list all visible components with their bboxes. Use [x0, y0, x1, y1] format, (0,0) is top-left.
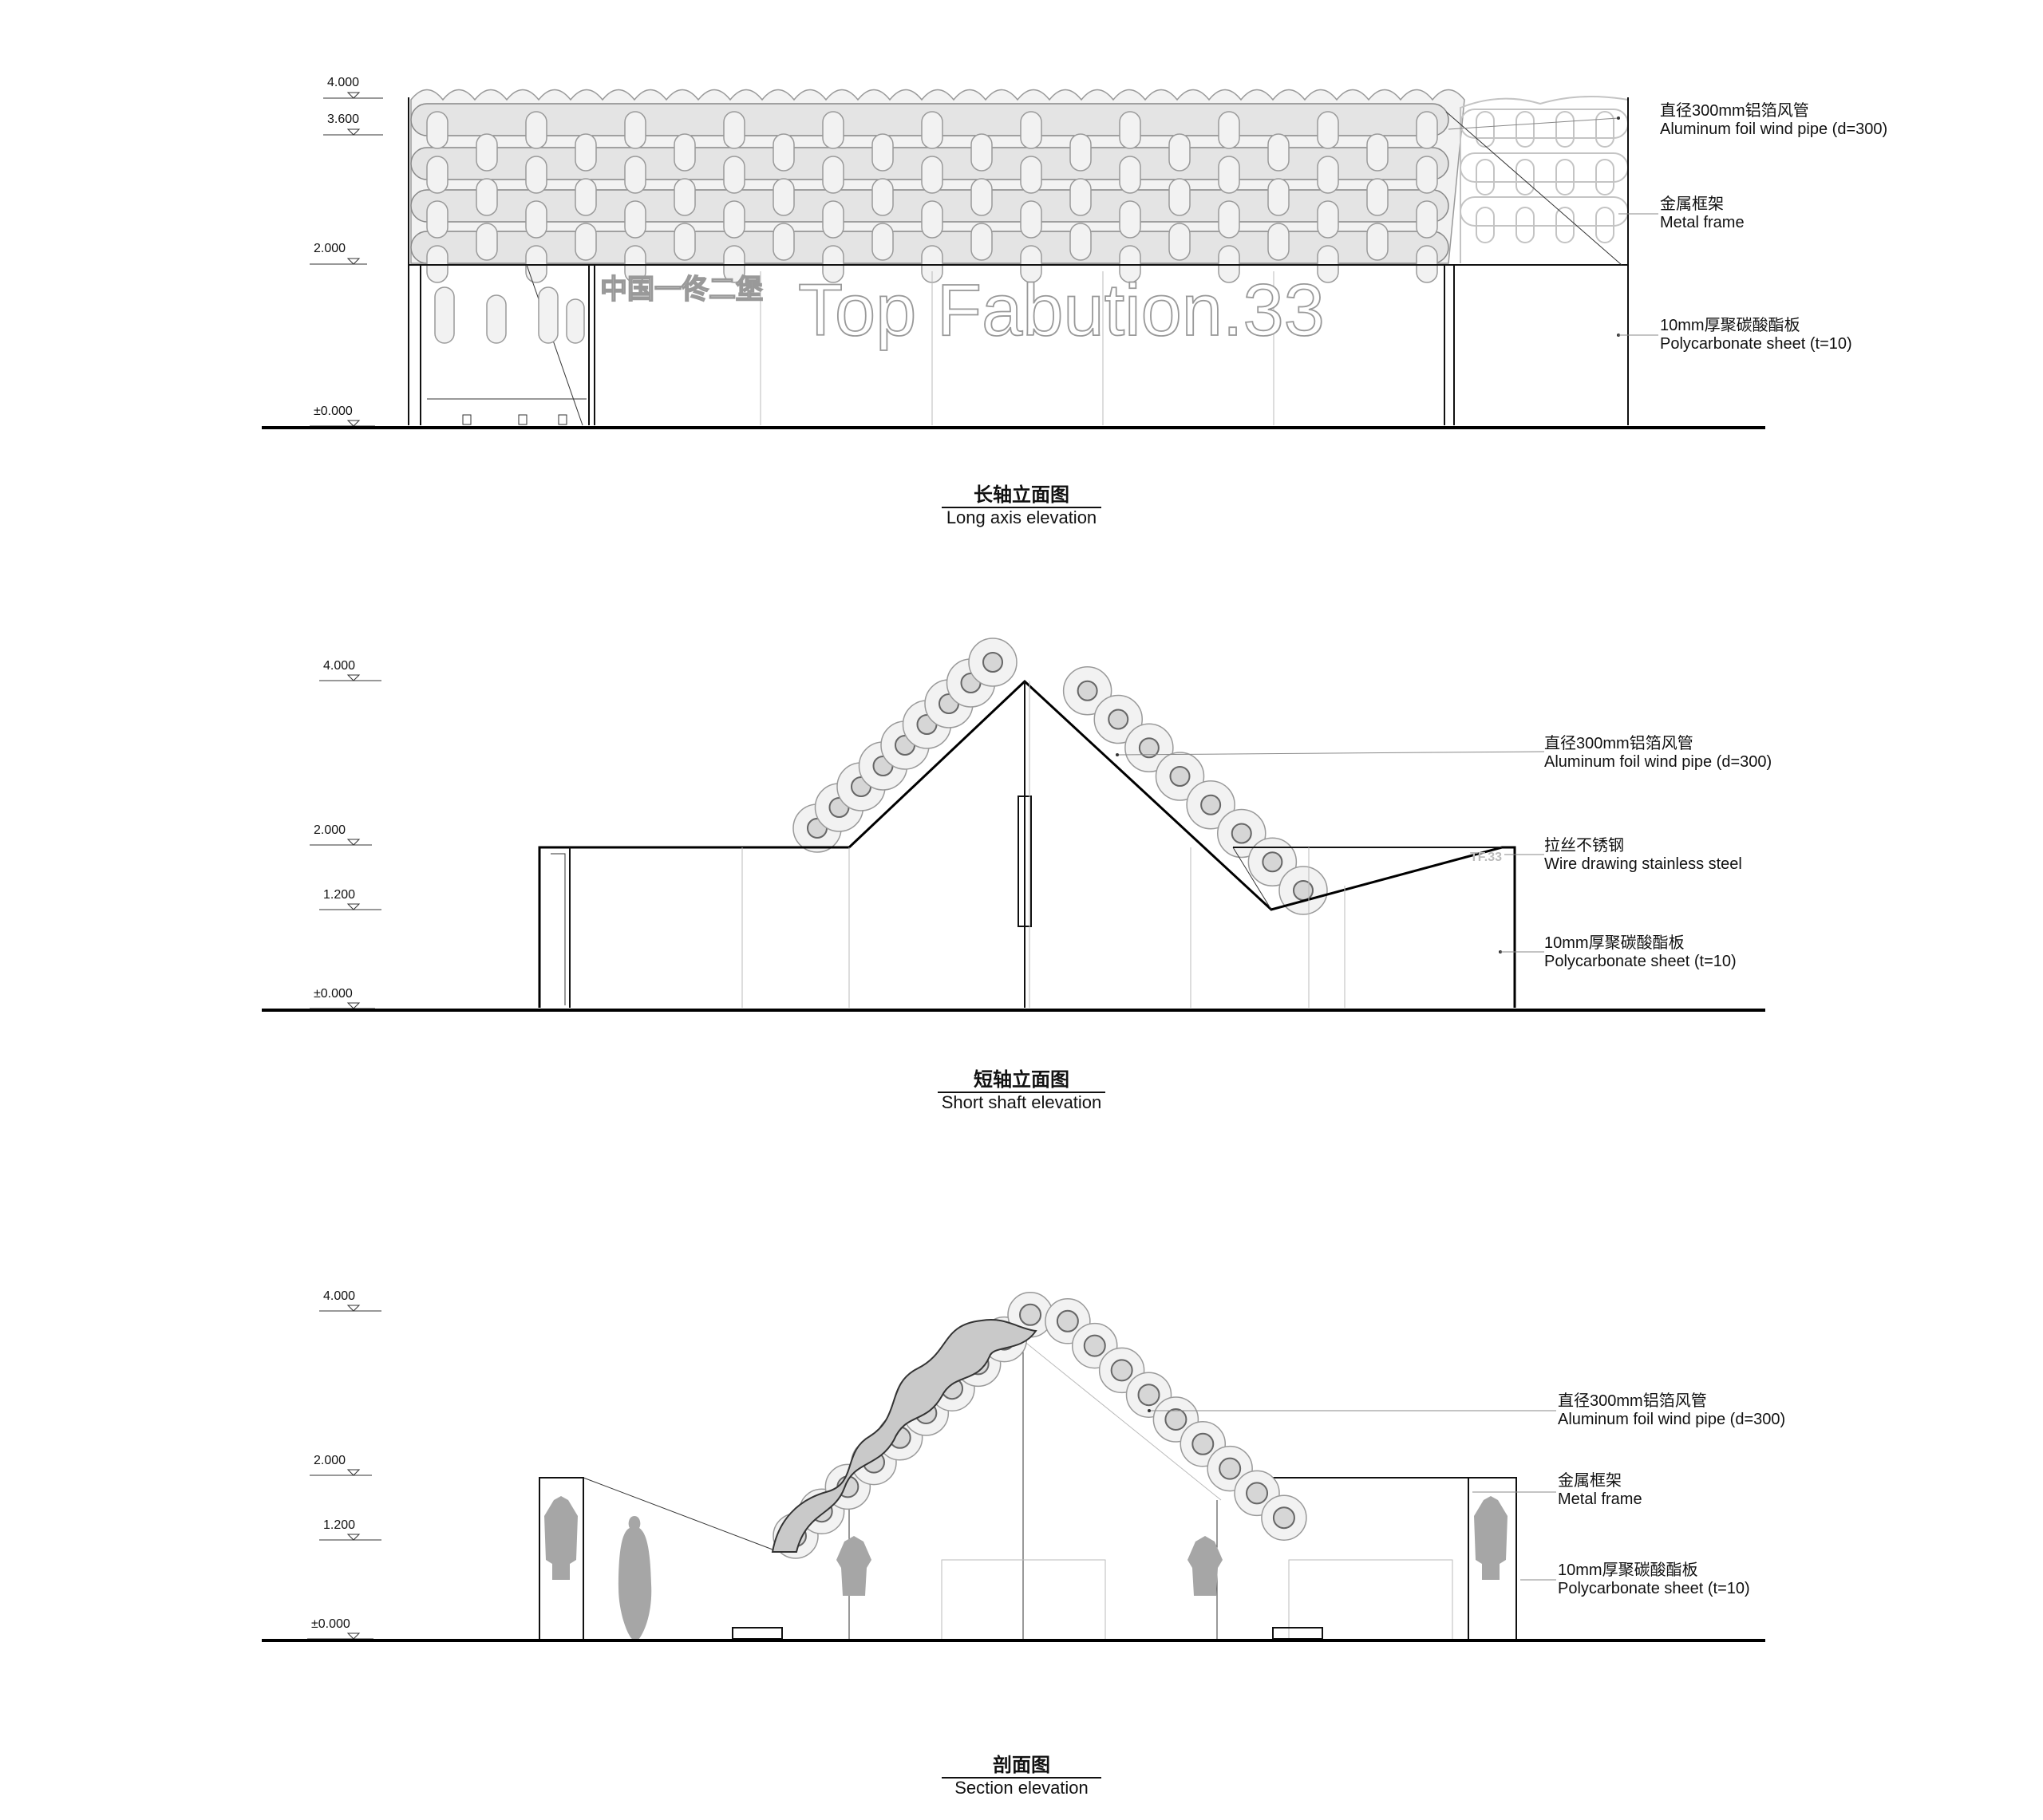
section-elevation: 4.000 2.000 1.200 ±0.000: [262, 1289, 1785, 1798]
svg-text:10mm厚聚碳酸酯板: 10mm厚聚碳酸酯板: [1558, 1561, 1698, 1579]
svg-text:2.000: 2.000: [314, 242, 346, 255]
annotation-polycarbonate-long: 10mm厚聚碳酸酯板 Polycarbonate sheet (t=10): [1617, 316, 1852, 353]
svg-text:Polycarbonate sheet (t=10): Polycarbonate sheet (t=10): [1660, 335, 1852, 353]
level-marker-4000: 4.000: [319, 659, 381, 681]
svg-text:10mm厚聚碳酸酯板: 10mm厚聚碳酸酯板: [1660, 316, 1800, 334]
short-shaft-elevation: 4.000 2.000 1.200 ±0.000: [262, 638, 1772, 1112]
svg-text:Aluminum foil wind pipe (d=300: Aluminum foil wind pipe (d=300): [1660, 120, 1887, 138]
building-body-long: [408, 97, 1629, 426]
foil-pipe-arch-section: [773, 1292, 1307, 1559]
level-marker-3600: 3.600: [323, 113, 383, 136]
annotation-foil-pipe-long: 直径300mm铝箔风管 Aluminum foil wind pipe (d=3…: [1448, 101, 1887, 138]
svg-text:Polycarbonate sheet (t=10): Polycarbonate sheet (t=10): [1558, 1580, 1750, 1597]
vertical-slot-window: [1018, 796, 1032, 927]
level-marker-4000: 4.000: [319, 1289, 381, 1312]
svg-text:直径300mm铝箔风管: 直径300mm铝箔风管: [1660, 101, 1809, 120]
svg-text:2.000: 2.000: [314, 823, 346, 837]
level-marker-2000: 2.000: [310, 823, 372, 846]
svg-text:4.000: 4.000: [327, 76, 359, 89]
svg-text:长轴立面图: 长轴立面图: [974, 484, 1069, 506]
view-title-section: 剖面图 Section elevation: [942, 1754, 1101, 1798]
annotation-metal-frame-long: 金属框架 Metal frame: [1618, 195, 1745, 231]
view-title-long-axis: 长轴立面图 Long axis elevation: [942, 484, 1101, 527]
svg-text:Short shaft elevation: Short shaft elevation: [942, 1092, 1102, 1112]
svg-text:Metal frame: Metal frame: [1558, 1490, 1642, 1508]
svg-text:10mm厚聚碳酸酯板: 10mm厚聚碳酸酯板: [1544, 934, 1685, 952]
level-marker-ground: ±0.000: [310, 405, 375, 427]
svg-text:±0.000: ±0.000: [314, 987, 353, 1001]
annotation-metal-frame-section: 金属框架 Metal frame: [1472, 1471, 1642, 1508]
svg-text:3.600: 3.600: [327, 113, 359, 126]
svg-text:Aluminum foil wind pipe (d=300: Aluminum foil wind pipe (d=300): [1558, 1411, 1785, 1428]
level-marker-1200: 1.200: [319, 1518, 381, 1541]
svg-text:±0.000: ±0.000: [314, 405, 353, 418]
annotation-polycarbonate-short: 10mm厚聚碳酸酯板 Polycarbonate sheet (t=10): [1499, 934, 1737, 970]
level-marker-1200: 1.200: [319, 888, 381, 910]
svg-text:1.200: 1.200: [323, 888, 355, 902]
level-marker-2000: 2.000: [310, 1454, 372, 1476]
building-body-short: [538, 679, 1516, 1008]
annotation-foil-pipe-section: 直径300mm铝箔风管 Aluminum foil wind pipe (d=3…: [1148, 1392, 1785, 1428]
woven-pipe-roof: [410, 89, 1629, 283]
svg-text:Aluminum foil wind pipe (d=300: Aluminum foil wind pipe (d=300): [1544, 753, 1772, 771]
svg-text:Wire drawing stainless steel: Wire drawing stainless steel: [1544, 855, 1742, 873]
svg-text:直径300mm铝箔风管: 直径300mm铝箔风管: [1544, 734, 1693, 752]
svg-text:±0.000: ±0.000: [311, 1617, 350, 1631]
svg-text:1.200: 1.200: [323, 1518, 355, 1532]
svg-text:2.000: 2.000: [314, 1454, 346, 1467]
svg-text:直径300mm铝箔风管: 直径300mm铝箔风管: [1558, 1392, 1707, 1410]
signage-chinese: 中国一佟二堡: [600, 274, 763, 305]
svg-text:金属框架: 金属框架: [1558, 1471, 1622, 1490]
svg-text:剖面图: 剖面图: [993, 1754, 1050, 1776]
section-cut-pipe-band: [771, 1319, 1037, 1553]
svg-text:Section elevation: Section elevation: [954, 1778, 1089, 1798]
annotation-polycarbonate-section: 10mm厚聚碳酸酯板 Polycarbonate sheet (t=10): [1520, 1561, 1750, 1597]
svg-text:4.000: 4.000: [323, 659, 355, 673]
annotation-stainless-short: 拉丝不锈钢 Wire drawing stainless steel: [1504, 836, 1742, 873]
svg-text:Metal frame: Metal frame: [1660, 214, 1745, 231]
section-structure: [539, 1340, 1517, 1640]
annotation-foil-pipe-short: 直径300mm铝箔风管 Aluminum foil wind pipe (d=3…: [1116, 734, 1772, 771]
svg-text:4.000: 4.000: [323, 1289, 355, 1303]
long-axis-elevation: 4.000 3.600 2.000 ±0.000: [262, 76, 1887, 527]
svg-text:金属框架: 金属框架: [1660, 195, 1724, 213]
signage-tf33: TF.33: [1470, 851, 1502, 864]
level-marker-ground: ±0.000: [307, 1617, 373, 1640]
svg-text:拉丝不锈钢: 拉丝不锈钢: [1544, 836, 1624, 855]
level-marker-4000: 4.000: [323, 76, 383, 99]
level-marker-2000: 2.000: [310, 242, 367, 265]
svg-text:短轴立面图: 短轴立面图: [974, 1068, 1069, 1091]
foil-pipe-clusters-short: [792, 638, 1328, 915]
level-marker-ground: ±0.000: [310, 987, 375, 1009]
svg-text:Long axis elevation: Long axis elevation: [946, 507, 1097, 527]
view-title-short-shaft: 短轴立面图 Short shaft elevation: [938, 1068, 1105, 1112]
signage-top-fabution: Top Fabution.33: [798, 270, 1325, 351]
svg-text:Polycarbonate sheet (t=10): Polycarbonate sheet (t=10): [1544, 953, 1737, 970]
